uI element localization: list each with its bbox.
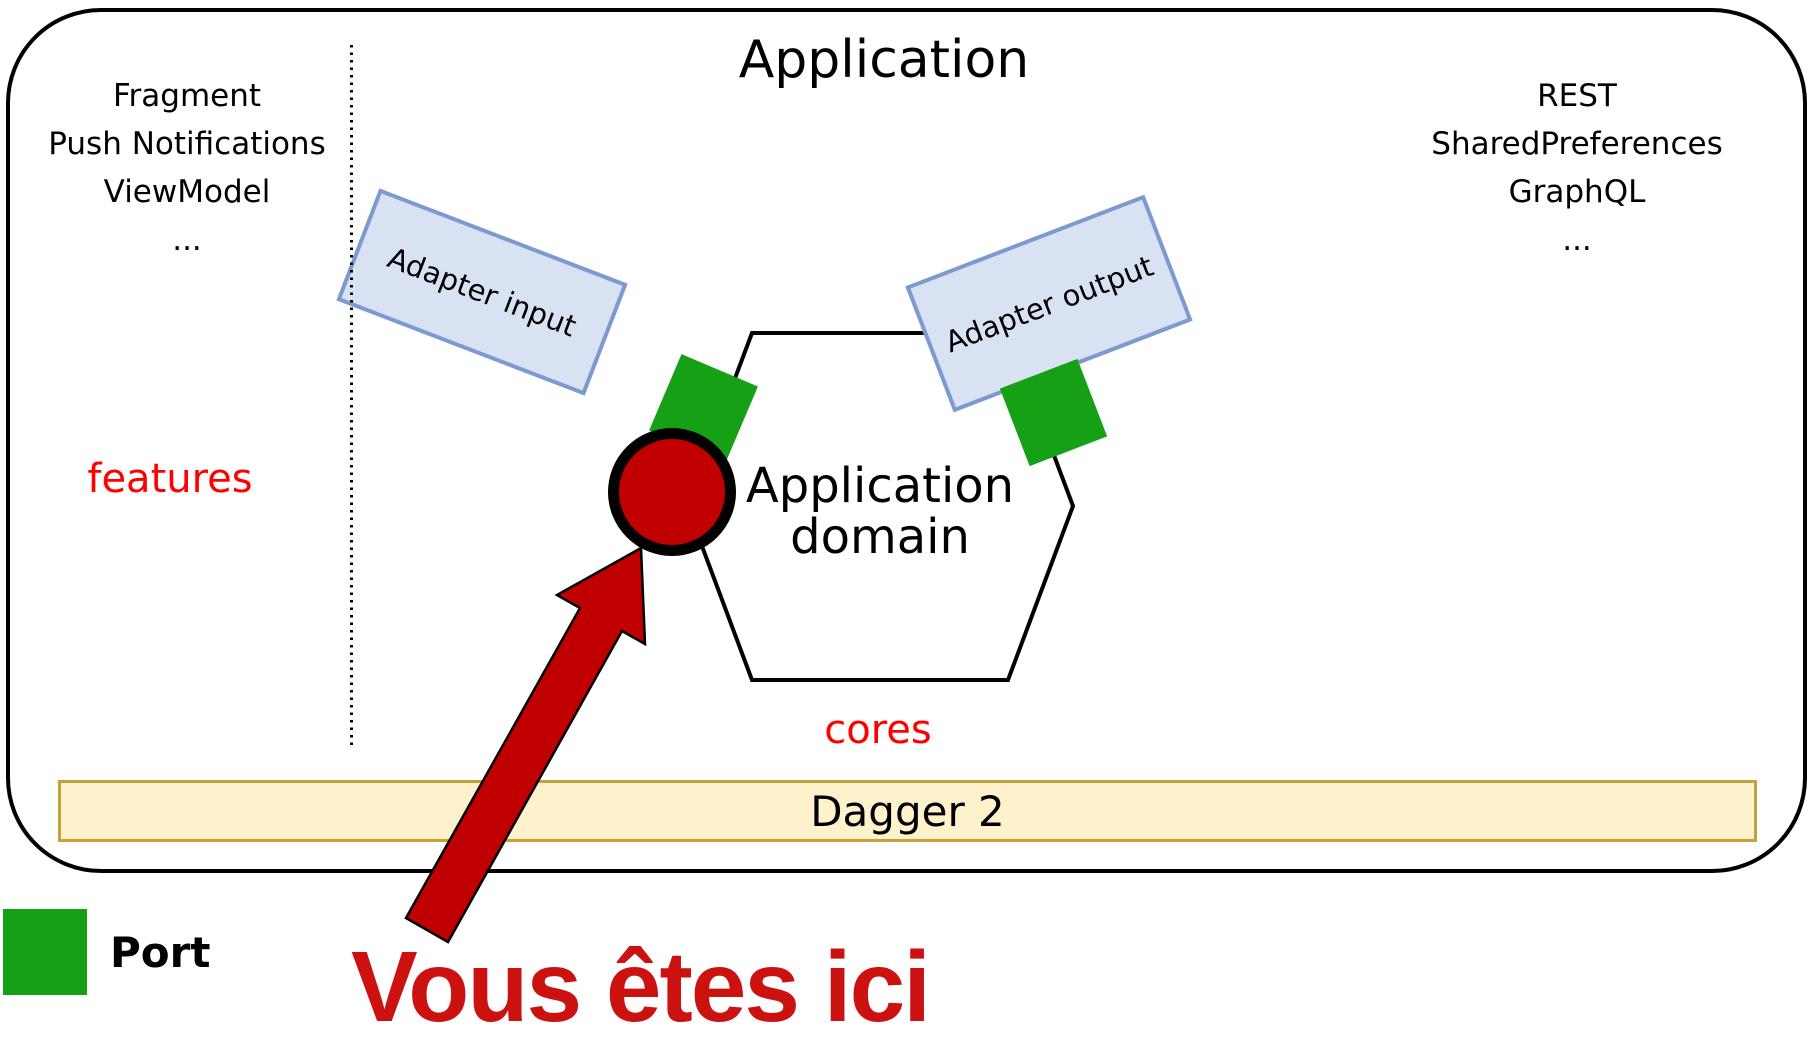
port-legend-label: Port (110, 928, 211, 977)
list-item: SharedPreferences (1431, 126, 1723, 162)
you-are-here-marker-circle (608, 428, 736, 556)
dotted-divider (350, 45, 353, 745)
cores-section-label: cores (824, 707, 932, 753)
list-item: Push Notifications (48, 126, 326, 162)
features-tech-list: Fragment Push Notifications ViewModel ..… (37, 72, 337, 264)
list-item: GraphQL (1508, 174, 1646, 210)
list-item: ... (1562, 222, 1592, 258)
dagger2-bar: Dagger 2 (58, 780, 1757, 842)
list-item: Fragment (112, 78, 262, 114)
adapter-output-label: Adapter output (940, 248, 1158, 359)
application-title: Application (738, 30, 1030, 90)
adapter-input-label: Adapter input (383, 240, 581, 344)
list-item: ViewModel (103, 174, 271, 210)
list-item: ... (172, 222, 202, 258)
vous-etes-ici-annotation: Vous êtes ici (351, 931, 931, 1043)
port-legend-swatch (3, 909, 87, 995)
features-section-label: features (87, 456, 253, 502)
dagger2-bar-label: Dagger 2 (810, 786, 1005, 836)
outputs-tech-list: REST SharedPreferences GraphQL ... (1427, 72, 1727, 264)
list-item: REST (1537, 78, 1617, 114)
